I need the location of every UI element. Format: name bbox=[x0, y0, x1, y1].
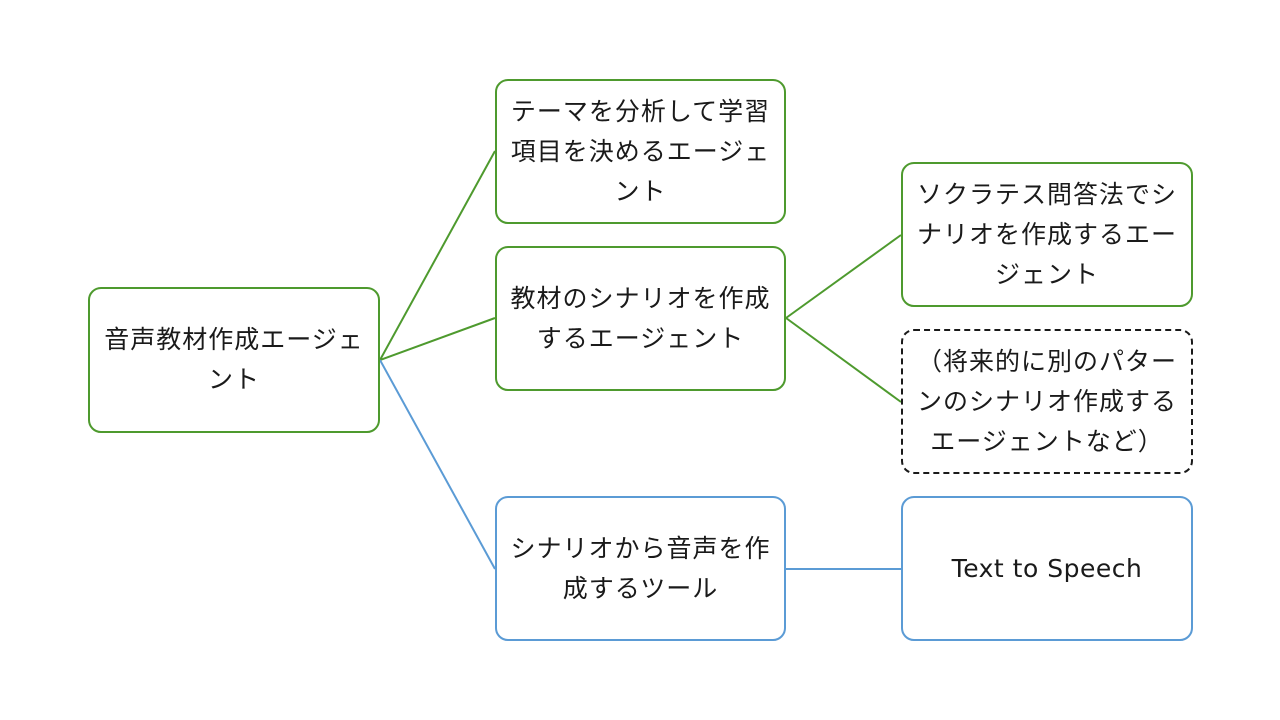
node-socratic-agent: ソクラテス問答法でシナリオを作成するエージェント bbox=[901, 162, 1193, 307]
connector-root-scenario bbox=[379, 317, 496, 361]
node-future-label: （将来的に別のパターンのシナリオ作成するエージェントなど） bbox=[916, 346, 1177, 456]
node-tts-label: Text to Speech bbox=[951, 553, 1143, 583]
node-socratic-label: ソクラテス問答法でシナリオを作成するエージェント bbox=[916, 179, 1177, 289]
node-scenario-agent: 教材のシナリオを作成するエージェント bbox=[495, 246, 786, 391]
node-voice-label: シナリオから音声を作成するツール bbox=[510, 533, 771, 603]
connector-scenario-socratic bbox=[785, 234, 902, 319]
node-voice-tool: シナリオから音声を作成するツール bbox=[495, 496, 786, 641]
node-scenario-label: 教材のシナリオを作成するエージェント bbox=[510, 283, 771, 353]
node-tts: Text to Speech bbox=[901, 496, 1193, 641]
connector-root-voice bbox=[379, 359, 496, 570]
node-root-label: 音声教材作成エージェント bbox=[104, 325, 364, 394]
node-root-agent: 音声教材作成エージェント bbox=[88, 287, 380, 433]
node-theme-agent: テーマを分析して学習項目を決めるエージェント bbox=[495, 79, 786, 224]
node-theme-label: テーマを分析して学習項目を決めるエージェント bbox=[510, 96, 771, 206]
connector-root-theme bbox=[379, 150, 496, 361]
connector-scenario-future bbox=[785, 317, 902, 403]
node-future-agents: （将来的に別のパターンのシナリオ作成するエージェントなど） bbox=[901, 329, 1193, 474]
